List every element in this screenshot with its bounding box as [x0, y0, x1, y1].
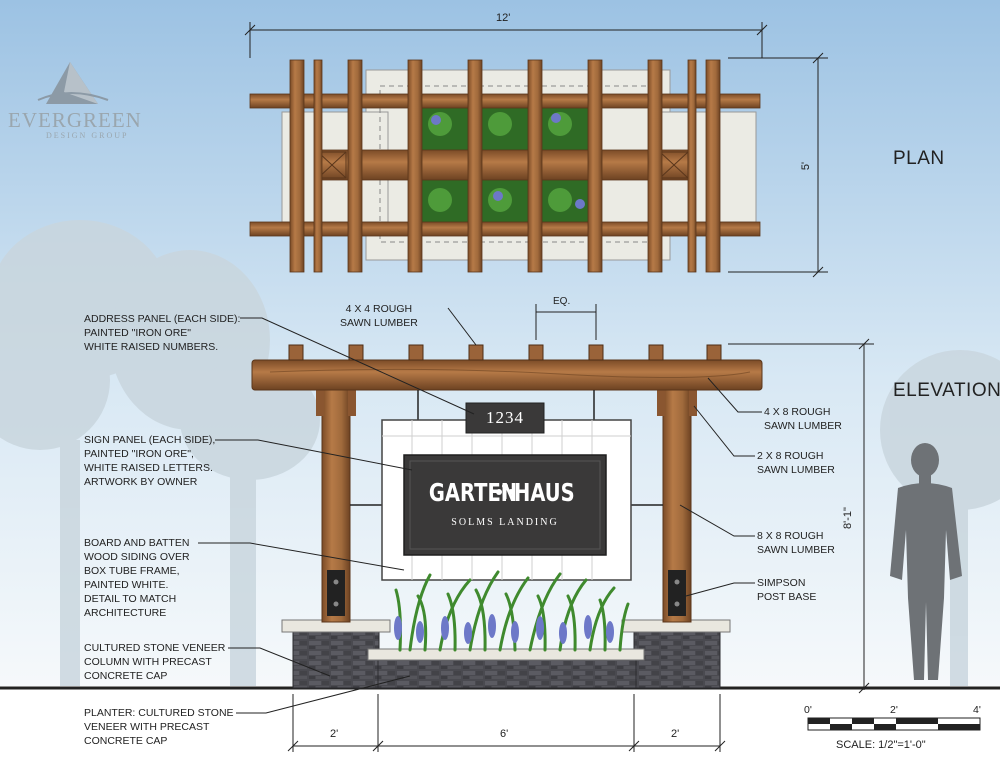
elevation-title: ELEVATION — [893, 380, 1000, 401]
sign-subtitle: SOLMS LANDING — [451, 517, 559, 528]
sign-panel — [403, 454, 607, 556]
logo-mark-icon — [37, 62, 109, 104]
fleur-ornament-icon — [496, 483, 514, 499]
human-scale-figure — [890, 443, 962, 680]
eq-dim: EQ. — [553, 296, 571, 307]
height-dim: 8'-1" — [841, 507, 854, 529]
lavender-flowers — [394, 614, 614, 644]
scale-tick-4: 4' — [973, 704, 981, 716]
callout-address-panel: ADDRESS PANEL (EACH SIDE):PAINTED "IRON … — [84, 313, 241, 353]
planter-wall — [377, 659, 637, 689]
rafter-blocks — [288, 344, 722, 361]
top-beam — [251, 359, 763, 391]
plan-title: PLAN — [893, 148, 945, 169]
callout-sign-panel: SIGN PANEL (EACH SIDE),PAINTED "IRON ORE… — [84, 434, 216, 488]
sign-name-left: GARTEN — [428, 478, 518, 507]
scale-bar — [807, 717, 981, 731]
post-base-left — [327, 570, 345, 616]
base-left-dim: 2' — [330, 728, 339, 740]
stone-column-right — [633, 631, 721, 689]
logo-subtitle: DESIGN GROUP — [46, 131, 129, 140]
elevation-dimensions — [287, 304, 874, 752]
scale-tick-2: 2' — [890, 704, 898, 716]
plan-width-dim: 12' — [496, 12, 511, 24]
leader-lines — [198, 307, 762, 714]
background-trees — [0, 220, 1000, 690]
stone-column-left — [292, 631, 380, 689]
scale-label: SCALE: 1/2"=1'-0" — [836, 739, 926, 751]
plan-view — [249, 59, 761, 273]
sign-name-right: HAUS — [514, 478, 575, 507]
post-base-right — [668, 570, 686, 616]
scale-tick-0: 0' — [804, 704, 812, 716]
planter-grasses — [394, 570, 630, 652]
planter-cap — [367, 648, 645, 661]
base-mid-dim: 6' — [500, 728, 509, 740]
plan-dimensions — [244, 22, 828, 278]
base-right-dim: 2' — [671, 728, 680, 740]
address-number: 1234 — [486, 408, 524, 427]
plan-depth-dim: 5' — [800, 161, 813, 171]
address-panel — [465, 402, 545, 434]
logo-name: EVERGREEN — [8, 108, 142, 132]
elevation-view — [251, 344, 962, 689]
